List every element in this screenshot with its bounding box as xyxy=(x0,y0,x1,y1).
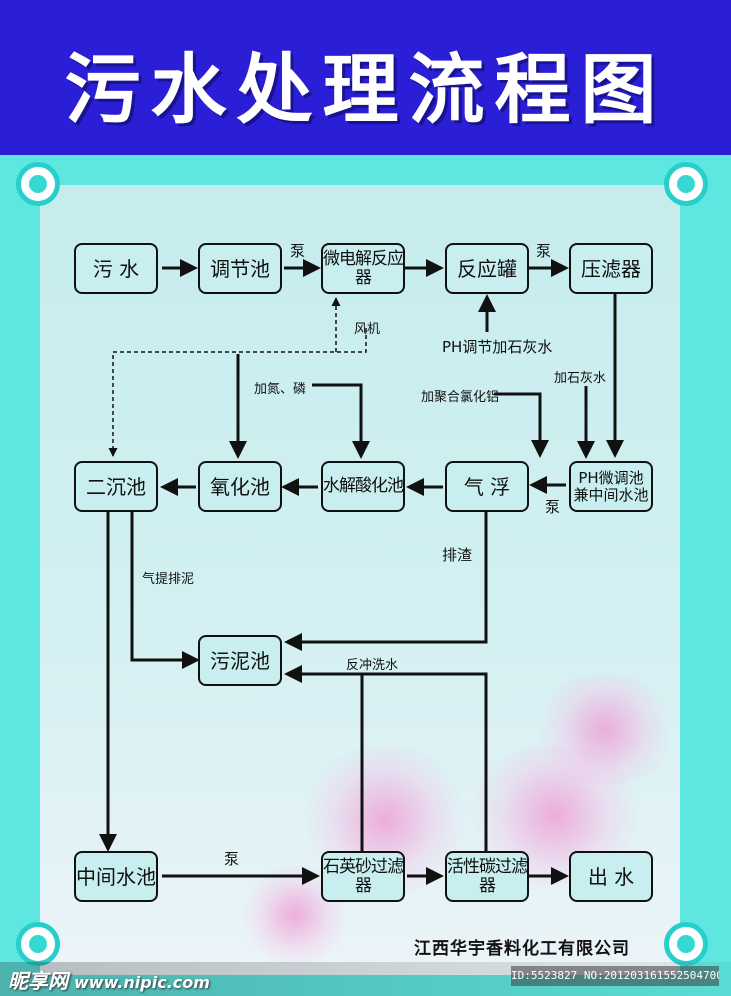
node-ph-adjust-tank: PH微调池 兼中间水池 xyxy=(569,461,653,512)
label-backwash: 反冲洗水 xyxy=(346,658,399,673)
blossom-decoration xyxy=(530,675,680,785)
watermark-brand: 昵享网 www.nipic.com xyxy=(8,965,210,994)
node-wastewater: 污 水 xyxy=(74,243,158,294)
arrow-slag xyxy=(284,512,488,651)
label-pump-1: 泵 xyxy=(290,242,306,260)
arrow-backwash xyxy=(284,665,488,851)
company-name: 江西华宇香料化工有限公司 xyxy=(414,939,630,959)
node-micro-electrolysis: 微电解反应器 xyxy=(321,243,405,294)
node-secondary-settling: 二沉池 xyxy=(74,461,158,512)
arrow-airlift xyxy=(130,512,200,669)
page-title: 污水处理流程图 xyxy=(64,45,667,134)
label-slag: 排渣 xyxy=(442,546,473,564)
label-add-pac: 加聚合氯化铝 xyxy=(421,390,500,405)
node-reaction-tank: 反应罐 xyxy=(445,243,529,294)
corner-dot-icon xyxy=(664,922,708,966)
node-carbon-filter: 活性碳过滤器 xyxy=(445,851,529,902)
label-airlift: 气提排泥 xyxy=(142,572,195,587)
node-filter-press: 压滤器 xyxy=(569,243,653,294)
node-hydrolysis-acidification: 水解酸化池 xyxy=(321,461,405,512)
label-add-np: 加氮、磷 xyxy=(254,382,307,397)
node-oxidation-tank: 氧化池 xyxy=(198,461,282,512)
label-blower: 风机 xyxy=(354,322,381,337)
node-regulating-tank: 调节池 xyxy=(198,243,282,294)
watermark-id: ID:5523827 NO:20120316155250470000 xyxy=(511,966,719,986)
node-quartz-filter: 石英砂过滤器 xyxy=(321,851,405,902)
node-ph-adjust-line1: PH微调池 xyxy=(578,469,644,487)
node-sludge-tank: 污泥池 xyxy=(198,635,282,686)
node-effluent: 出 水 xyxy=(569,851,653,902)
label-pump-4: 泵 xyxy=(224,850,240,868)
watermark-url: www.nipic.com xyxy=(74,973,210,992)
header-bar: 污水处理流程图 xyxy=(0,0,731,155)
node-air-flotation: 气 浮 xyxy=(445,461,529,512)
node-ph-adjust-line2: 兼中间水池 xyxy=(573,485,649,504)
dashed-blower-to-settling xyxy=(108,328,367,457)
corner-dot-icon xyxy=(16,162,60,206)
label-ph-lime: PH调节加石灰水 xyxy=(442,338,553,356)
label-add-lime: 加石灰水 xyxy=(554,371,607,386)
node-intermediate-tank: 中间水池 xyxy=(74,851,158,902)
arrow-add-pac xyxy=(494,392,549,458)
watermark-brand-text: 昵享网 xyxy=(8,969,68,993)
label-pump-3: 泵 xyxy=(545,498,561,516)
arrow-add-np xyxy=(312,383,370,459)
corner-dot-icon xyxy=(664,162,708,206)
corner-dot-icon xyxy=(16,922,60,966)
label-pump-2: 泵 xyxy=(536,242,552,260)
